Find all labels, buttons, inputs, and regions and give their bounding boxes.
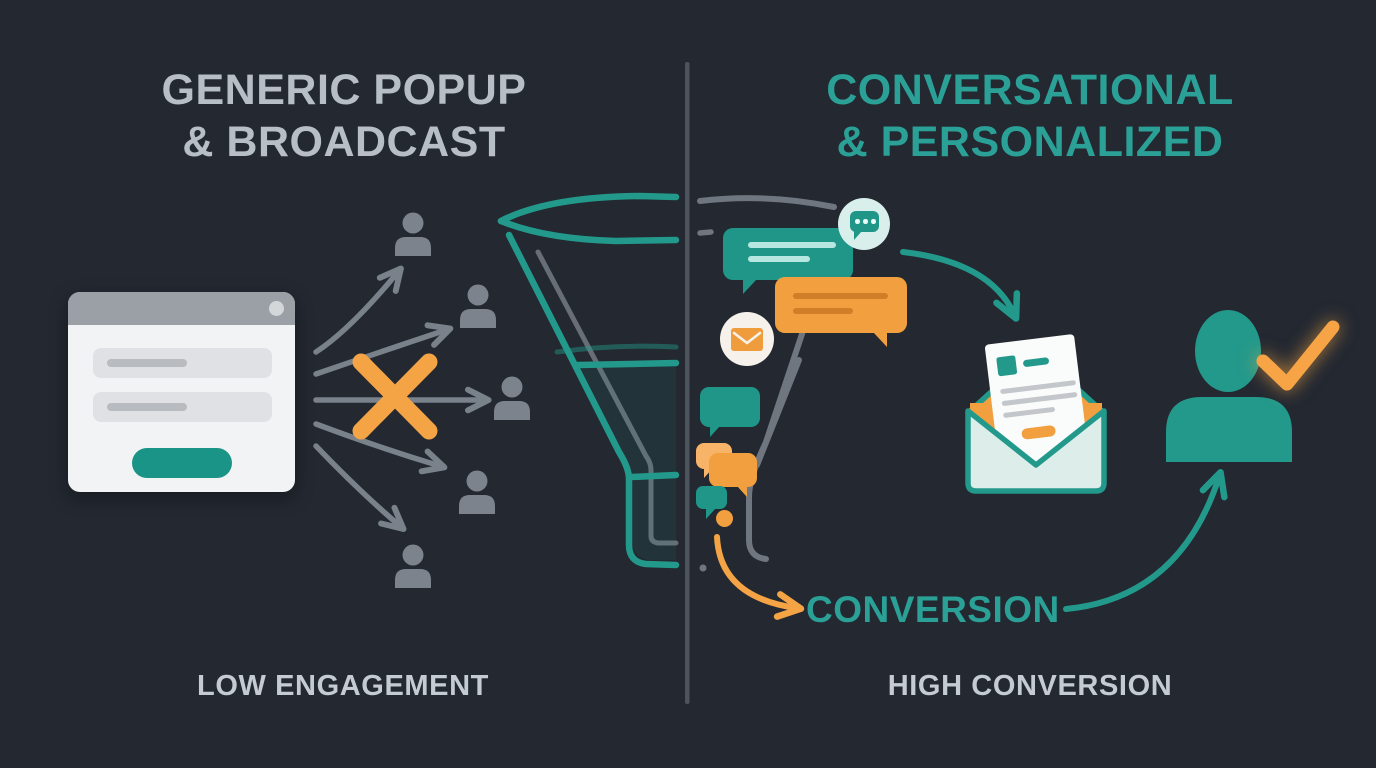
funnel-right-outline — [697, 195, 839, 572]
chat-text-line — [748, 256, 810, 262]
chat-text-line — [748, 242, 836, 248]
typing-dots — [855, 219, 876, 224]
arrow-conversion-to-customer-icon — [1063, 468, 1228, 612]
user-icon — [489, 374, 535, 420]
dot-orange-icon — [716, 510, 733, 527]
conversion-label: CONVERSION — [806, 589, 1060, 630]
user-icon — [390, 542, 436, 588]
check-mark-icon — [1253, 313, 1345, 397]
right-caption: HIGH CONVERSION — [887, 670, 1173, 702]
arrow-funnel-to-conversion-icon — [714, 534, 805, 620]
left-title-line2: & BROADCAST — [182, 118, 506, 167]
chat-text-line — [793, 308, 853, 314]
funnel-icon — [497, 192, 680, 569]
letter-paper — [984, 334, 1089, 466]
right-title-line1: CONVERSATIONAL — [826, 66, 1234, 114]
x-mark-icon — [352, 353, 438, 440]
chat-text-line — [793, 293, 888, 299]
chat-bubble-tiny-teal-icon — [696, 486, 727, 519]
field-placeholder-line — [107, 403, 187, 411]
chat-bubble-teal-icon — [723, 228, 853, 294]
popup-submit-button — [132, 448, 232, 478]
typing-bubble — [850, 211, 879, 240]
user-icon — [454, 468, 500, 514]
popup-window-dot — [269, 301, 284, 316]
email-circle-icon — [720, 312, 774, 366]
popup-titlebar — [68, 292, 295, 325]
left-title-line1: GENERIC POPUP — [161, 66, 527, 114]
customer-icon — [1160, 300, 1302, 462]
arrow-chat-to-email-icon — [900, 249, 1021, 322]
user-icon — [390, 210, 436, 256]
funnel-back-outline — [535, 249, 679, 546]
user-icon — [455, 282, 501, 328]
typing-indicator-icon — [838, 198, 890, 250]
field-placeholder-line — [107, 359, 187, 367]
chat-bubble-small-orange-icon — [709, 453, 757, 497]
open-envelope-letter-icon — [956, 333, 1116, 499]
popup-input-field-2 — [93, 392, 272, 422]
chat-bubble-orange-icon — [775, 277, 907, 347]
right-title: CONVERSATIONAL & PERSONALIZED — [788, 64, 1272, 169]
left-title: GENERIC POPUP & BROADCAST — [98, 64, 590, 169]
chat-bubble-small-teal-icon — [700, 387, 760, 437]
divider-line — [685, 62, 690, 704]
popup-window-icon — [68, 292, 295, 492]
right-title-line2: & PERSONALIZED — [836, 118, 1224, 167]
popup-input-field-1 — [93, 348, 272, 378]
left-caption: LOW ENGAGEMENT — [197, 670, 489, 702]
